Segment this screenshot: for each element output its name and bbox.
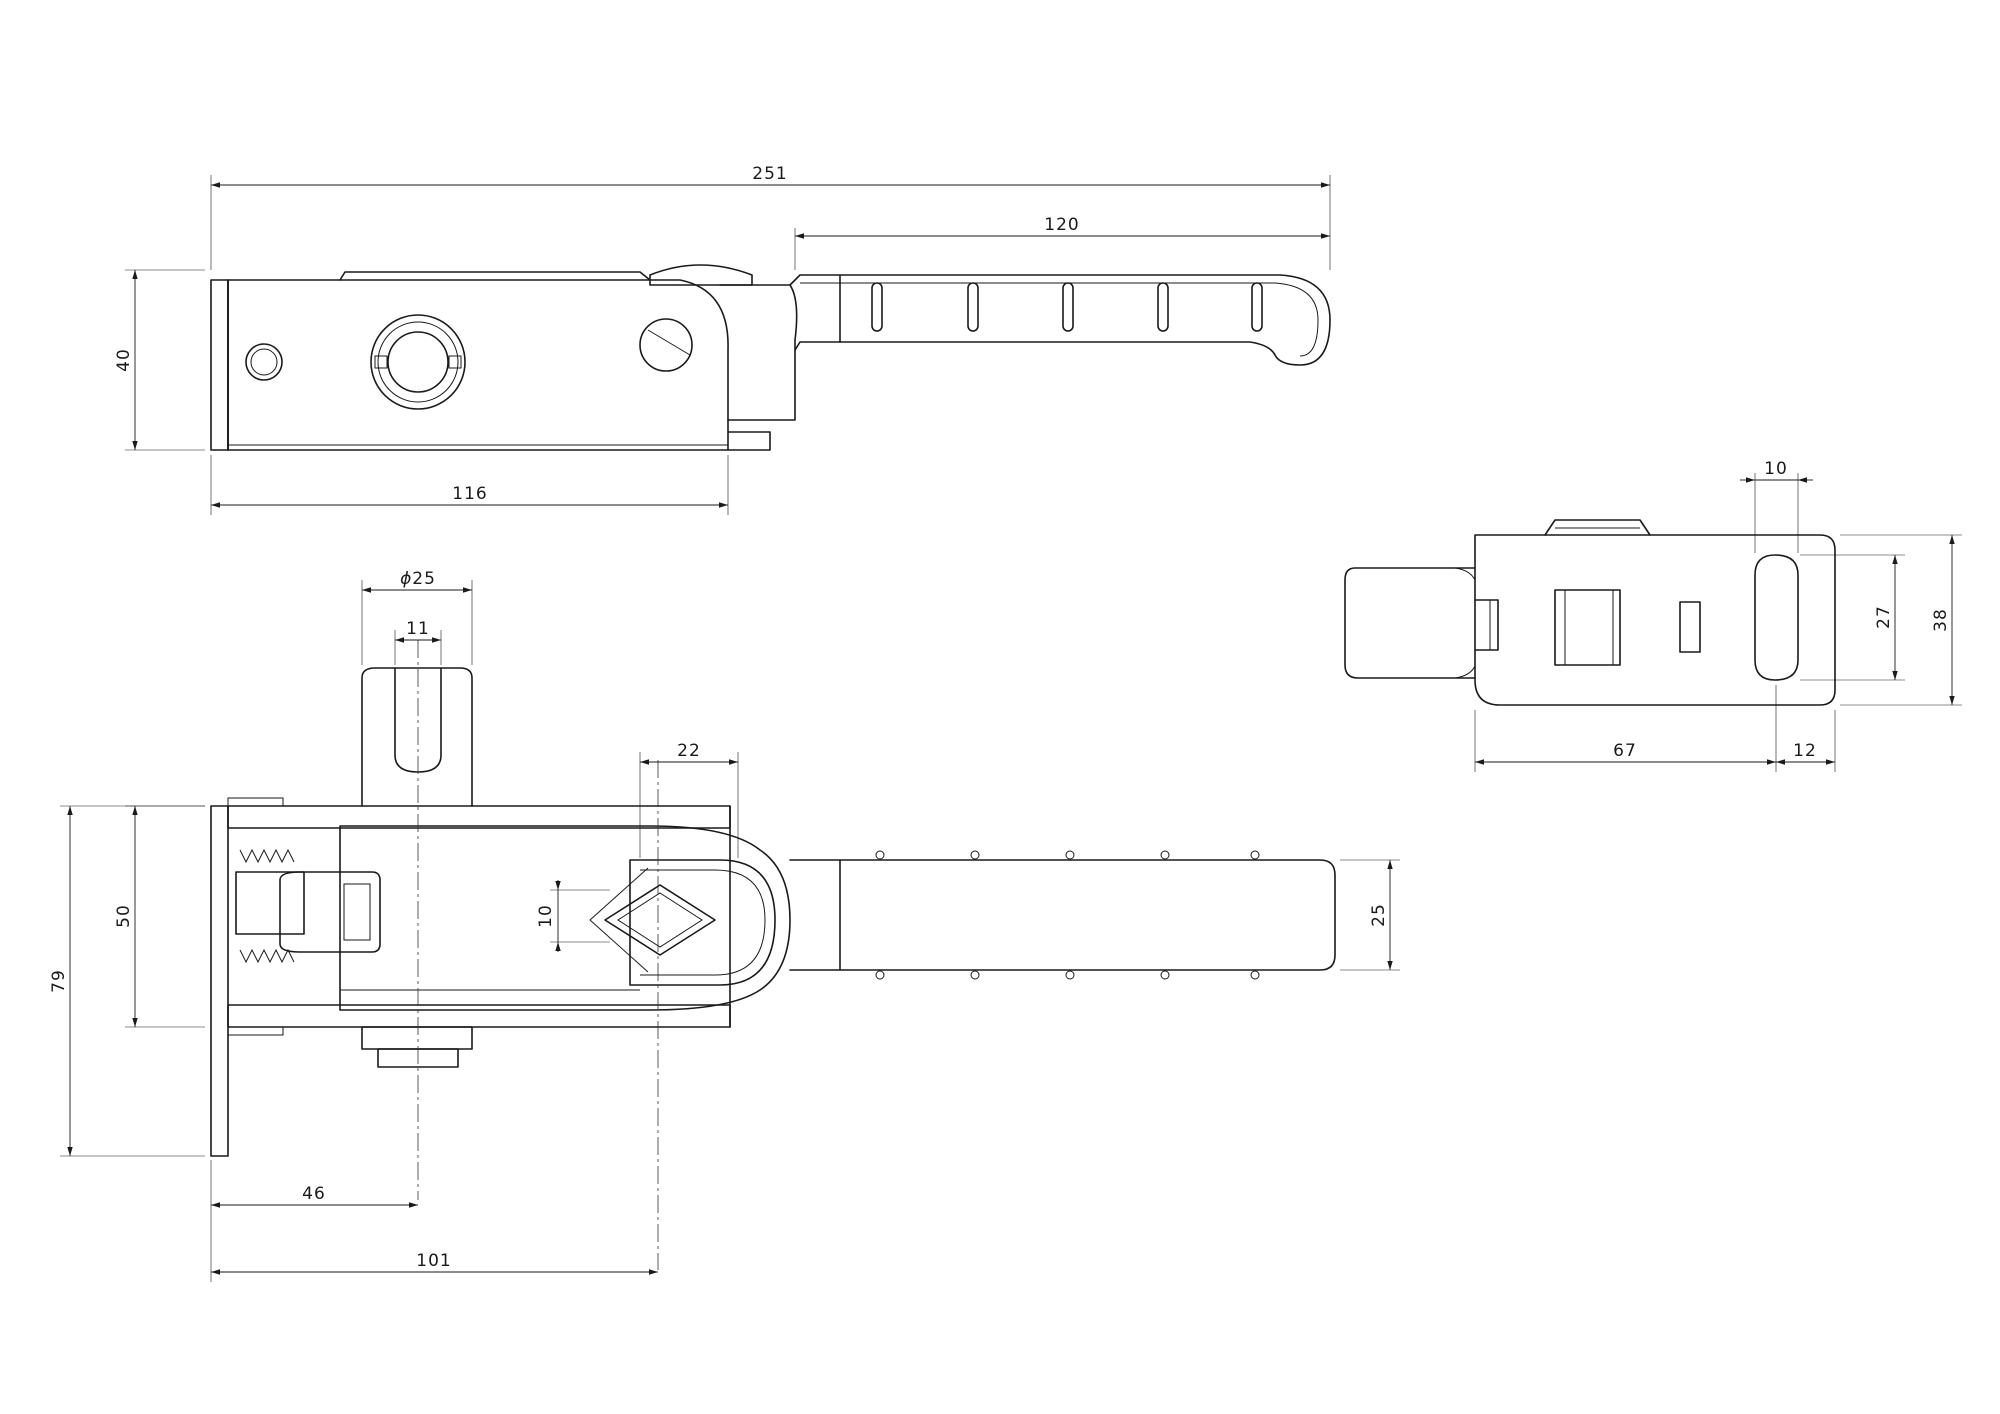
dimension-height: 40 xyxy=(114,269,205,451)
top-view: 251 120 40 116 xyxy=(114,164,1331,515)
top-view-grip-slots xyxy=(871,282,1263,332)
diameter-value: 25 xyxy=(412,569,436,589)
dimension-plate-height: 79 xyxy=(49,805,205,1157)
dimension-pin-offset: 46 xyxy=(210,1160,418,1215)
dim-label-67: 67 xyxy=(1613,741,1637,761)
dim-label-12: 12 xyxy=(1793,741,1817,761)
dim-label-25-handle: 25 xyxy=(1369,903,1389,927)
dimension-body-length: 67 xyxy=(1474,685,1777,772)
dimension-slot-width: 11 xyxy=(394,619,442,665)
dim-label-27: 27 xyxy=(1874,605,1894,629)
dim-label-10-side: 10 xyxy=(1764,459,1788,479)
dimension-base-length: 116 xyxy=(210,455,729,515)
dimension-handle-length: 120 xyxy=(794,215,1330,270)
dim-label-101: 101 xyxy=(416,1251,451,1271)
dimension-handle-width: 25 xyxy=(1340,859,1400,971)
side-view-body xyxy=(1344,519,1836,706)
dim-label-116: 116 xyxy=(452,484,487,504)
dimension-edge-distance: 12 xyxy=(1776,710,1836,772)
dim-label-120: 120 xyxy=(1044,215,1079,235)
front-view: ϕ25 11 22 50 79 xyxy=(49,569,1400,1282)
dim-label-50: 50 xyxy=(114,904,134,928)
dim-label-38: 38 xyxy=(1931,608,1951,632)
dimension-pin-diameter: ϕ25 xyxy=(361,569,473,665)
dim-label-11: 11 xyxy=(406,619,430,639)
dim-label-251: 251 xyxy=(752,164,787,184)
dimension-plate-height-side: 38 xyxy=(1840,534,1962,706)
dimension-keeper-offset: 101 xyxy=(210,1215,658,1282)
dimension-slot-length: 27 xyxy=(1800,554,1905,681)
dim-label-79: 79 xyxy=(49,969,69,993)
top-view-body xyxy=(210,264,1331,451)
dimension-bracket-height: 50 xyxy=(114,805,205,1028)
dimension-keeper-opening: 10 xyxy=(536,880,610,952)
dim-label-diameter-25: ϕ25 xyxy=(400,569,436,589)
dimension-keeper-width: 22 xyxy=(639,741,739,858)
dim-label-46: 46 xyxy=(302,1184,326,1204)
dim-label-40: 40 xyxy=(114,348,134,372)
front-view-body xyxy=(210,640,1336,1270)
dimension-slot-width-side: 10 xyxy=(1740,459,1813,553)
diameter-symbol: ϕ xyxy=(400,569,412,589)
side-view: 10 27 38 67 12 xyxy=(1344,459,1962,772)
dim-label-22: 22 xyxy=(677,741,701,761)
dimension-overall-length: 251 xyxy=(210,164,1331,270)
dim-label-10-front: 10 xyxy=(536,904,556,928)
